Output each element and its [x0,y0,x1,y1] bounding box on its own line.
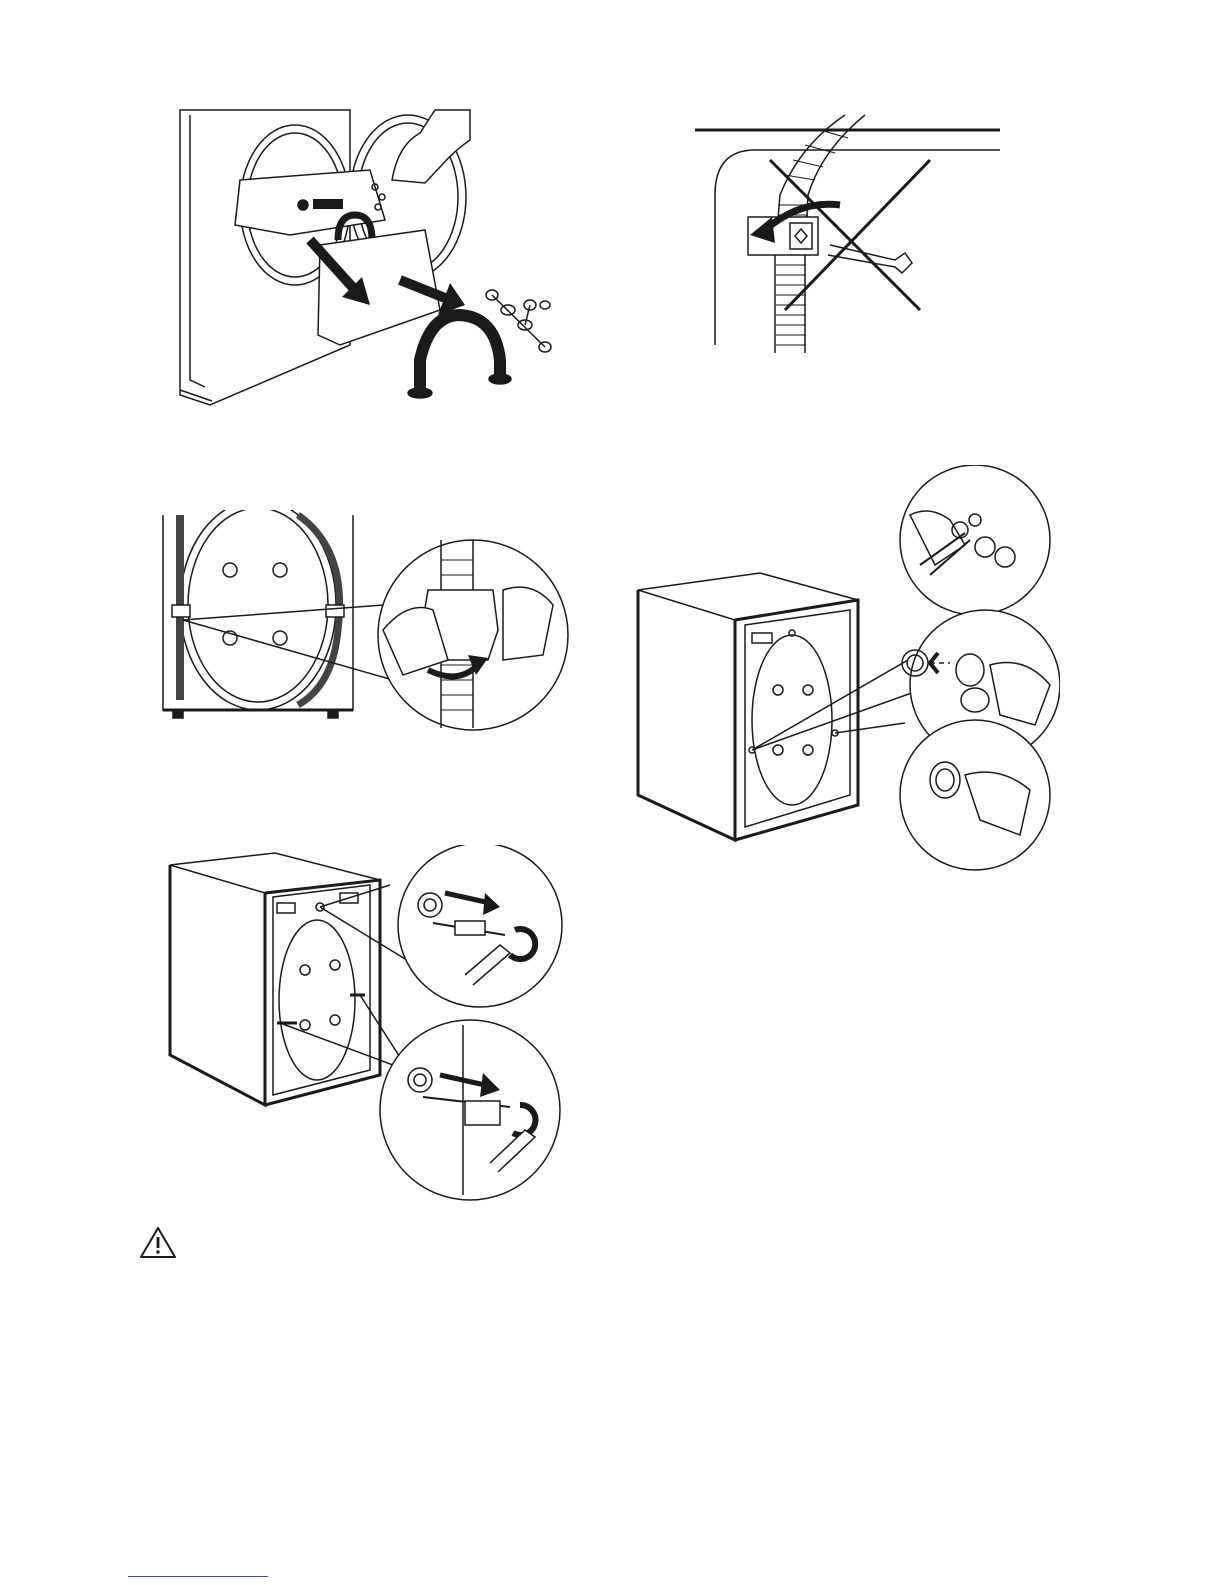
do-not-unscrew-hose-clamp-figure [690,105,1010,355]
footer-link-underline [128,1576,268,1577]
release-hose-from-clips-figure [158,510,573,760]
remove-transit-packaging-figure [170,105,565,410]
fit-plastic-caps-figure [630,465,1060,885]
remove-transit-bolts-figure [165,845,575,1205]
warning-triangle-icon [138,1225,178,1261]
